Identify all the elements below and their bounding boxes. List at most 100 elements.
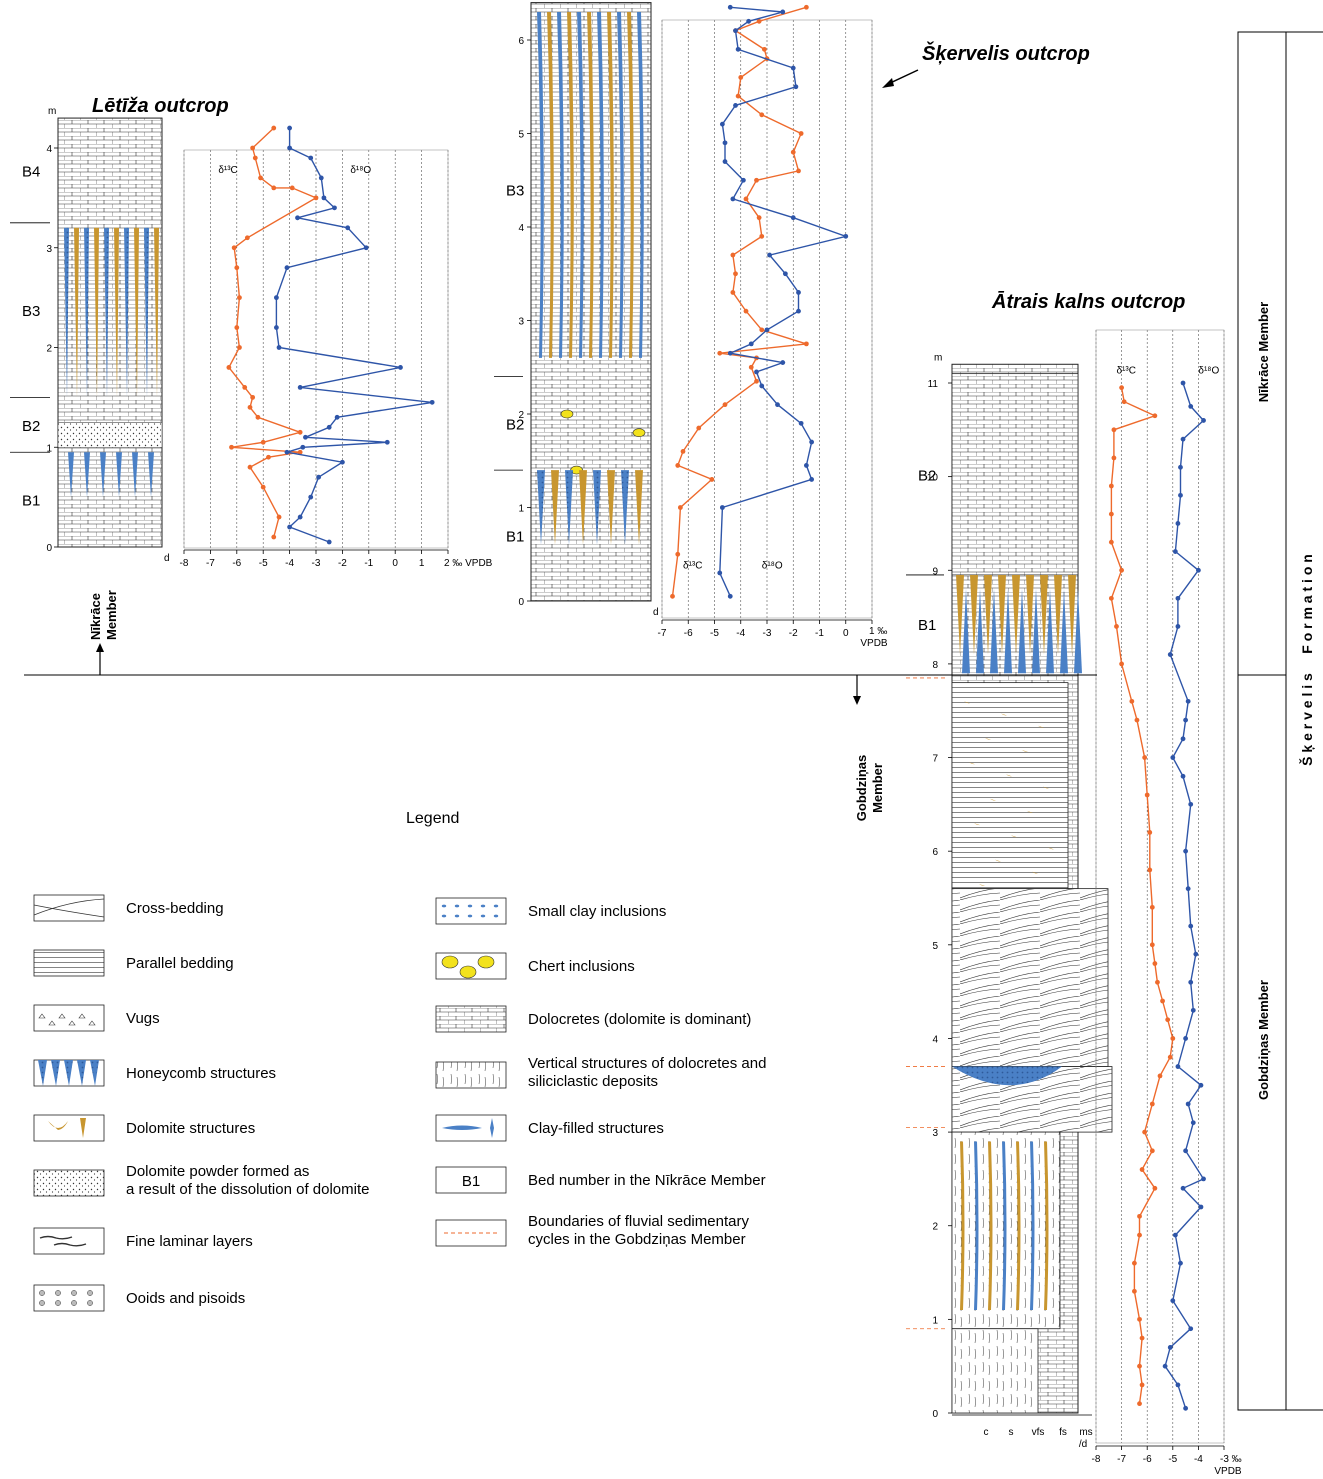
dolomite-structure — [567, 11, 574, 358]
dolomite-structure — [134, 227, 139, 398]
legend-title: Legend — [406, 810, 459, 827]
gobdzinas-member-label-b: Member — [870, 763, 885, 813]
d18o-point — [303, 434, 308, 440]
honeycomb-structure — [124, 227, 129, 398]
d18o-point — [1170, 755, 1176, 760]
honeycomb-structure — [990, 589, 998, 674]
d13c-point — [1137, 1363, 1142, 1369]
dolomite-structure — [1012, 574, 1020, 655]
clay-filled-structure — [557, 11, 564, 358]
clay-inclusion-icon — [454, 914, 460, 918]
arrow-icon — [882, 69, 919, 88]
clay-inclusion-icon — [454, 904, 460, 908]
d13c-label: δ¹³C — [1116, 366, 1135, 377]
y-tick-label: 9 — [932, 566, 938, 577]
d18o-point — [1193, 951, 1199, 957]
d18o-point — [1180, 436, 1186, 442]
dolomite-structure — [1006, 774, 1018, 777]
d13c-point — [1149, 1148, 1155, 1154]
d13c-point — [1152, 413, 1158, 419]
y-tick-label: 6 — [518, 36, 524, 47]
d13c-point — [717, 350, 723, 356]
dolomite-structure — [995, 859, 1007, 862]
legend-label: Cross-bedding — [126, 900, 224, 917]
d18o-point — [363, 245, 369, 251]
d18o-point — [767, 252, 773, 258]
y-tick-label: 4 — [46, 144, 52, 155]
d13c-point — [1119, 661, 1124, 667]
d13c-point — [1137, 1213, 1142, 1219]
d13c-point — [1137, 1316, 1142, 1322]
d18o-point — [1183, 848, 1188, 854]
x-tick-label: -7 — [206, 558, 215, 569]
d18o-point — [843, 233, 849, 239]
y-tick-label: 0 — [46, 543, 52, 554]
dolomite-structure — [1044, 1141, 1049, 1310]
dolomite-structure — [1011, 835, 1023, 838]
y-tick-label: 1 — [46, 443, 52, 454]
grain-size-label: c — [984, 1427, 989, 1438]
x-tick-label: -4 — [285, 558, 294, 569]
d18o-point — [321, 195, 327, 201]
bed-label: B3 — [506, 183, 524, 200]
dolomite-structure — [990, 798, 1002, 801]
honeycomb-structure — [84, 452, 90, 498]
d18o-point — [1170, 1298, 1176, 1304]
dolocrete-bed — [951, 373, 1079, 576]
d18o-point — [345, 225, 351, 231]
d13c-point — [735, 93, 741, 99]
up-arrow-icon — [96, 643, 104, 675]
plot-frame — [661, 19, 873, 619]
legend-label: Honeycomb structures — [126, 1065, 276, 1082]
d13c-point — [730, 290, 736, 295]
dolomite-structure — [984, 574, 992, 655]
legend-swatch — [435, 1166, 507, 1194]
d-label: d — [653, 607, 659, 618]
d13c-point — [677, 505, 683, 510]
x-tick-label: -6 — [232, 558, 241, 569]
d18o-point — [775, 402, 780, 408]
d18o-point — [798, 420, 804, 426]
d13c-point — [754, 177, 759, 183]
dolomite-structure — [998, 574, 1006, 655]
legend-swatch — [435, 897, 507, 925]
legend-label-2: a result of the dissolution of dolomite — [126, 1181, 369, 1198]
honeycomb-structure — [551, 470, 559, 545]
d13c-point — [675, 551, 681, 557]
d13c-point — [1108, 539, 1114, 545]
ooid-icon — [55, 1290, 61, 1296]
d18o-point — [1188, 404, 1194, 409]
d18o-point — [1185, 698, 1191, 704]
gobdzinas-member-column-label: Gobdziņas Member — [1256, 980, 1271, 1100]
dolomite-structure — [964, 701, 976, 704]
clay-inclusion-icon — [467, 914, 473, 918]
d13c-point — [231, 245, 237, 251]
legend-swatch — [33, 1004, 105, 1032]
x-unit-label: 1 ‰ — [869, 626, 887, 637]
d13c-point — [738, 75, 744, 80]
d13c-point — [297, 429, 303, 435]
y-tick-label: 3 — [932, 1128, 938, 1139]
d13c-point — [234, 265, 240, 271]
d13c-point — [1167, 1054, 1173, 1060]
x-tick-label: -8 — [180, 558, 189, 569]
d13c-label: δ¹³C — [218, 165, 237, 176]
d13c-point — [1119, 567, 1124, 573]
d13c-point — [748, 364, 754, 370]
atrais-title: Ātrais kalns outcrop — [991, 291, 1185, 313]
d13c-point — [790, 149, 796, 155]
y-unit-label: m — [934, 352, 942, 363]
d18o-point — [719, 121, 725, 127]
clay-filled-structure — [974, 1141, 979, 1310]
d18o-point — [793, 84, 799, 90]
bed-label: B1 — [22, 493, 40, 510]
d13c-point — [798, 131, 804, 136]
d13c-point — [237, 295, 242, 301]
dolomite-structure — [1054, 574, 1062, 655]
d18o-point — [1198, 1082, 1204, 1088]
legend-item-honeycomb: Honeycomb structures — [33, 1059, 276, 1087]
d13c-point — [229, 444, 234, 450]
d13c-point — [289, 185, 295, 191]
